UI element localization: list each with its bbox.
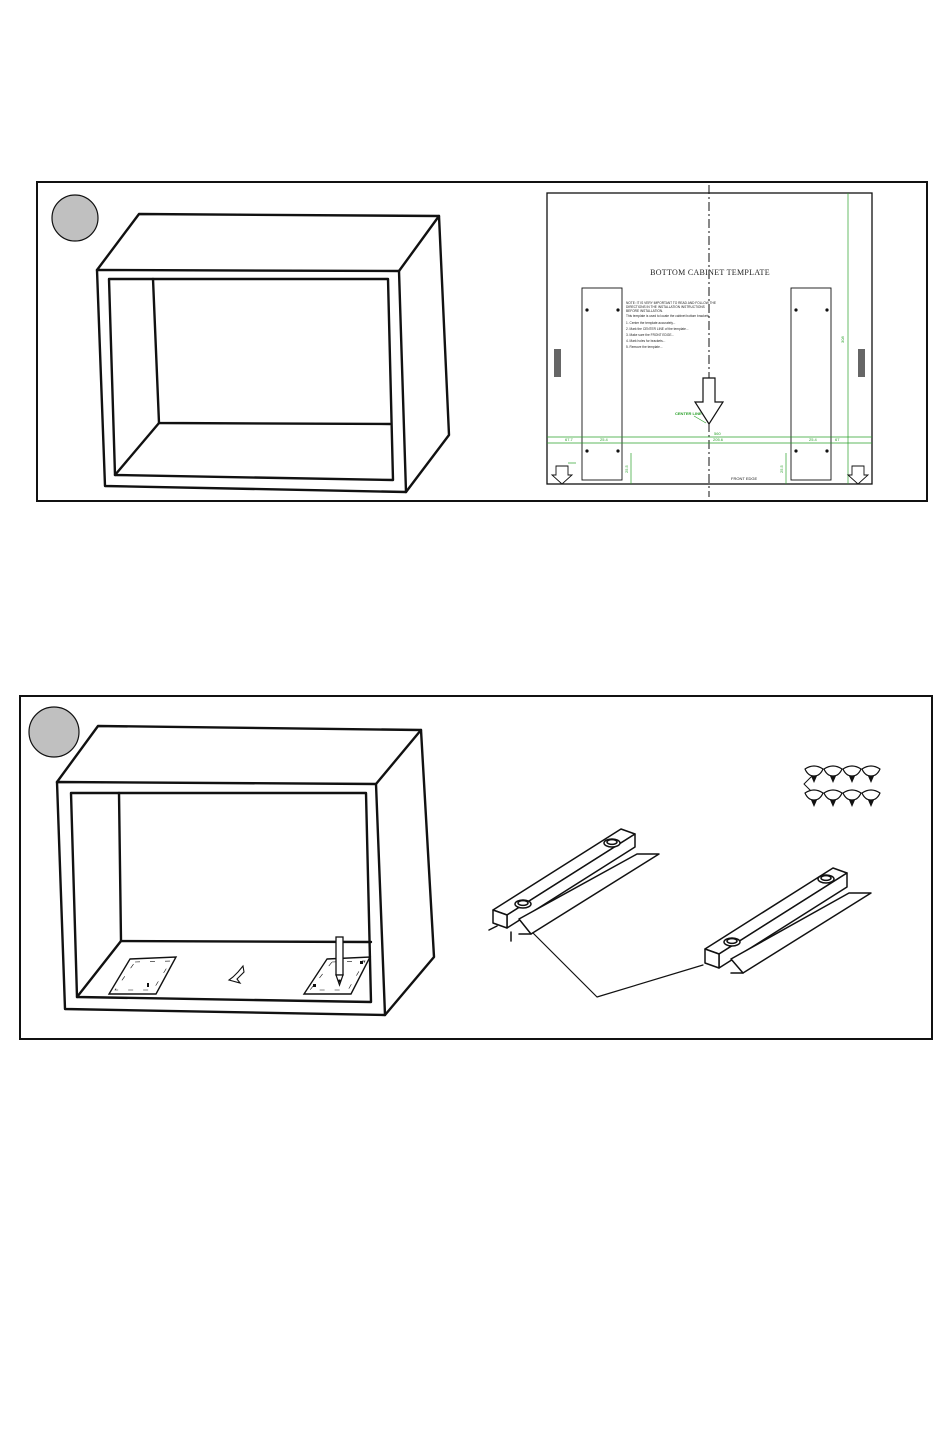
- svg-text:25.5: 25.5: [779, 464, 784, 473]
- step-1-drawing: BOTTOM CABINET TEMPLATE NOTE: IT IS VERY…: [51, 185, 873, 497]
- arrow-down-icon: [693, 377, 725, 426]
- svg-text:1. Center the template accurat: 1. Center the template accurately...: [626, 321, 675, 325]
- svg-text:205.6: 205.6: [713, 437, 724, 442]
- step-2-badge: [28, 706, 80, 758]
- bottom-cabinet-template: BOTTOM CABINET TEMPLATE NOTE: IT IS VERY…: [546, 185, 873, 497]
- svg-text:67.7: 67.7: [565, 437, 574, 442]
- leader-line: [532, 932, 704, 998]
- screws-icon: [803, 765, 881, 807]
- bracket-mark-left: [107, 956, 178, 995]
- svg-text:3. Make sure the FRONT EDGE...: 3. Make sure the FRONT EDGE...: [626, 333, 674, 337]
- step-2-drawing: [28, 706, 881, 1017]
- step-2-panel: [19, 695, 933, 1040]
- svg-text:2. Mark the CENTER LINE of the: 2. Mark the CENTER LINE of the template.…: [626, 327, 689, 331]
- svg-text:67: 67: [835, 437, 840, 442]
- svg-text:560: 560: [714, 431, 721, 436]
- svg-text:NOTE: IT IS VERY IMPORTANT TO: NOTE: IT IS VERY IMPORTANT TO READ AND F…: [626, 301, 716, 305]
- svg-text:5. Remove the template...: 5. Remove the template...: [626, 345, 663, 349]
- svg-text:This template is used to locat: This template is used to locate the cabi…: [626, 314, 710, 318]
- step-1-panel: BOTTOM CABINET TEMPLATE NOTE: IT IS VERY…: [36, 181, 928, 502]
- template-note: NOTE: IT IS VERY IMPORTANT TO READ AND F…: [626, 301, 716, 349]
- front-edge-label: FRONT EDGE: [731, 476, 757, 481]
- svg-text:DIRECTIONS IN THE INSTALLATION: DIRECTIONS IN THE INSTALLATION INSTRUCTI…: [626, 305, 705, 309]
- pencil-icon: [335, 936, 344, 987]
- cabinet-open-front: [55, 724, 436, 1017]
- svg-text:4. Mark holes for brackets...: 4. Mark holes for brackets...: [626, 339, 665, 343]
- template-title: BOTTOM CABINET TEMPLATE: [650, 268, 770, 277]
- cabinet-open-front: [95, 212, 451, 494]
- corner-arrow-right-icon: [846, 465, 870, 485]
- svg-text:BEFORE INSTALLATION.: BEFORE INSTALLATION.: [626, 309, 663, 313]
- arrow-down-left-icon: [227, 964, 245, 984]
- svg-text:25.5: 25.5: [624, 464, 629, 473]
- svg-text:25.4: 25.4: [600, 437, 609, 442]
- bottom-bracket-right: [704, 867, 872, 974]
- svg-text:308: 308: [840, 336, 845, 343]
- center-line-label: CENTER LINE: [675, 411, 702, 416]
- bottom-bracket-left: [488, 828, 660, 942]
- step-1-badge: [51, 194, 99, 242]
- corner-arrow-left-icon: [550, 465, 574, 485]
- svg-text:25.4: 25.4: [809, 437, 818, 442]
